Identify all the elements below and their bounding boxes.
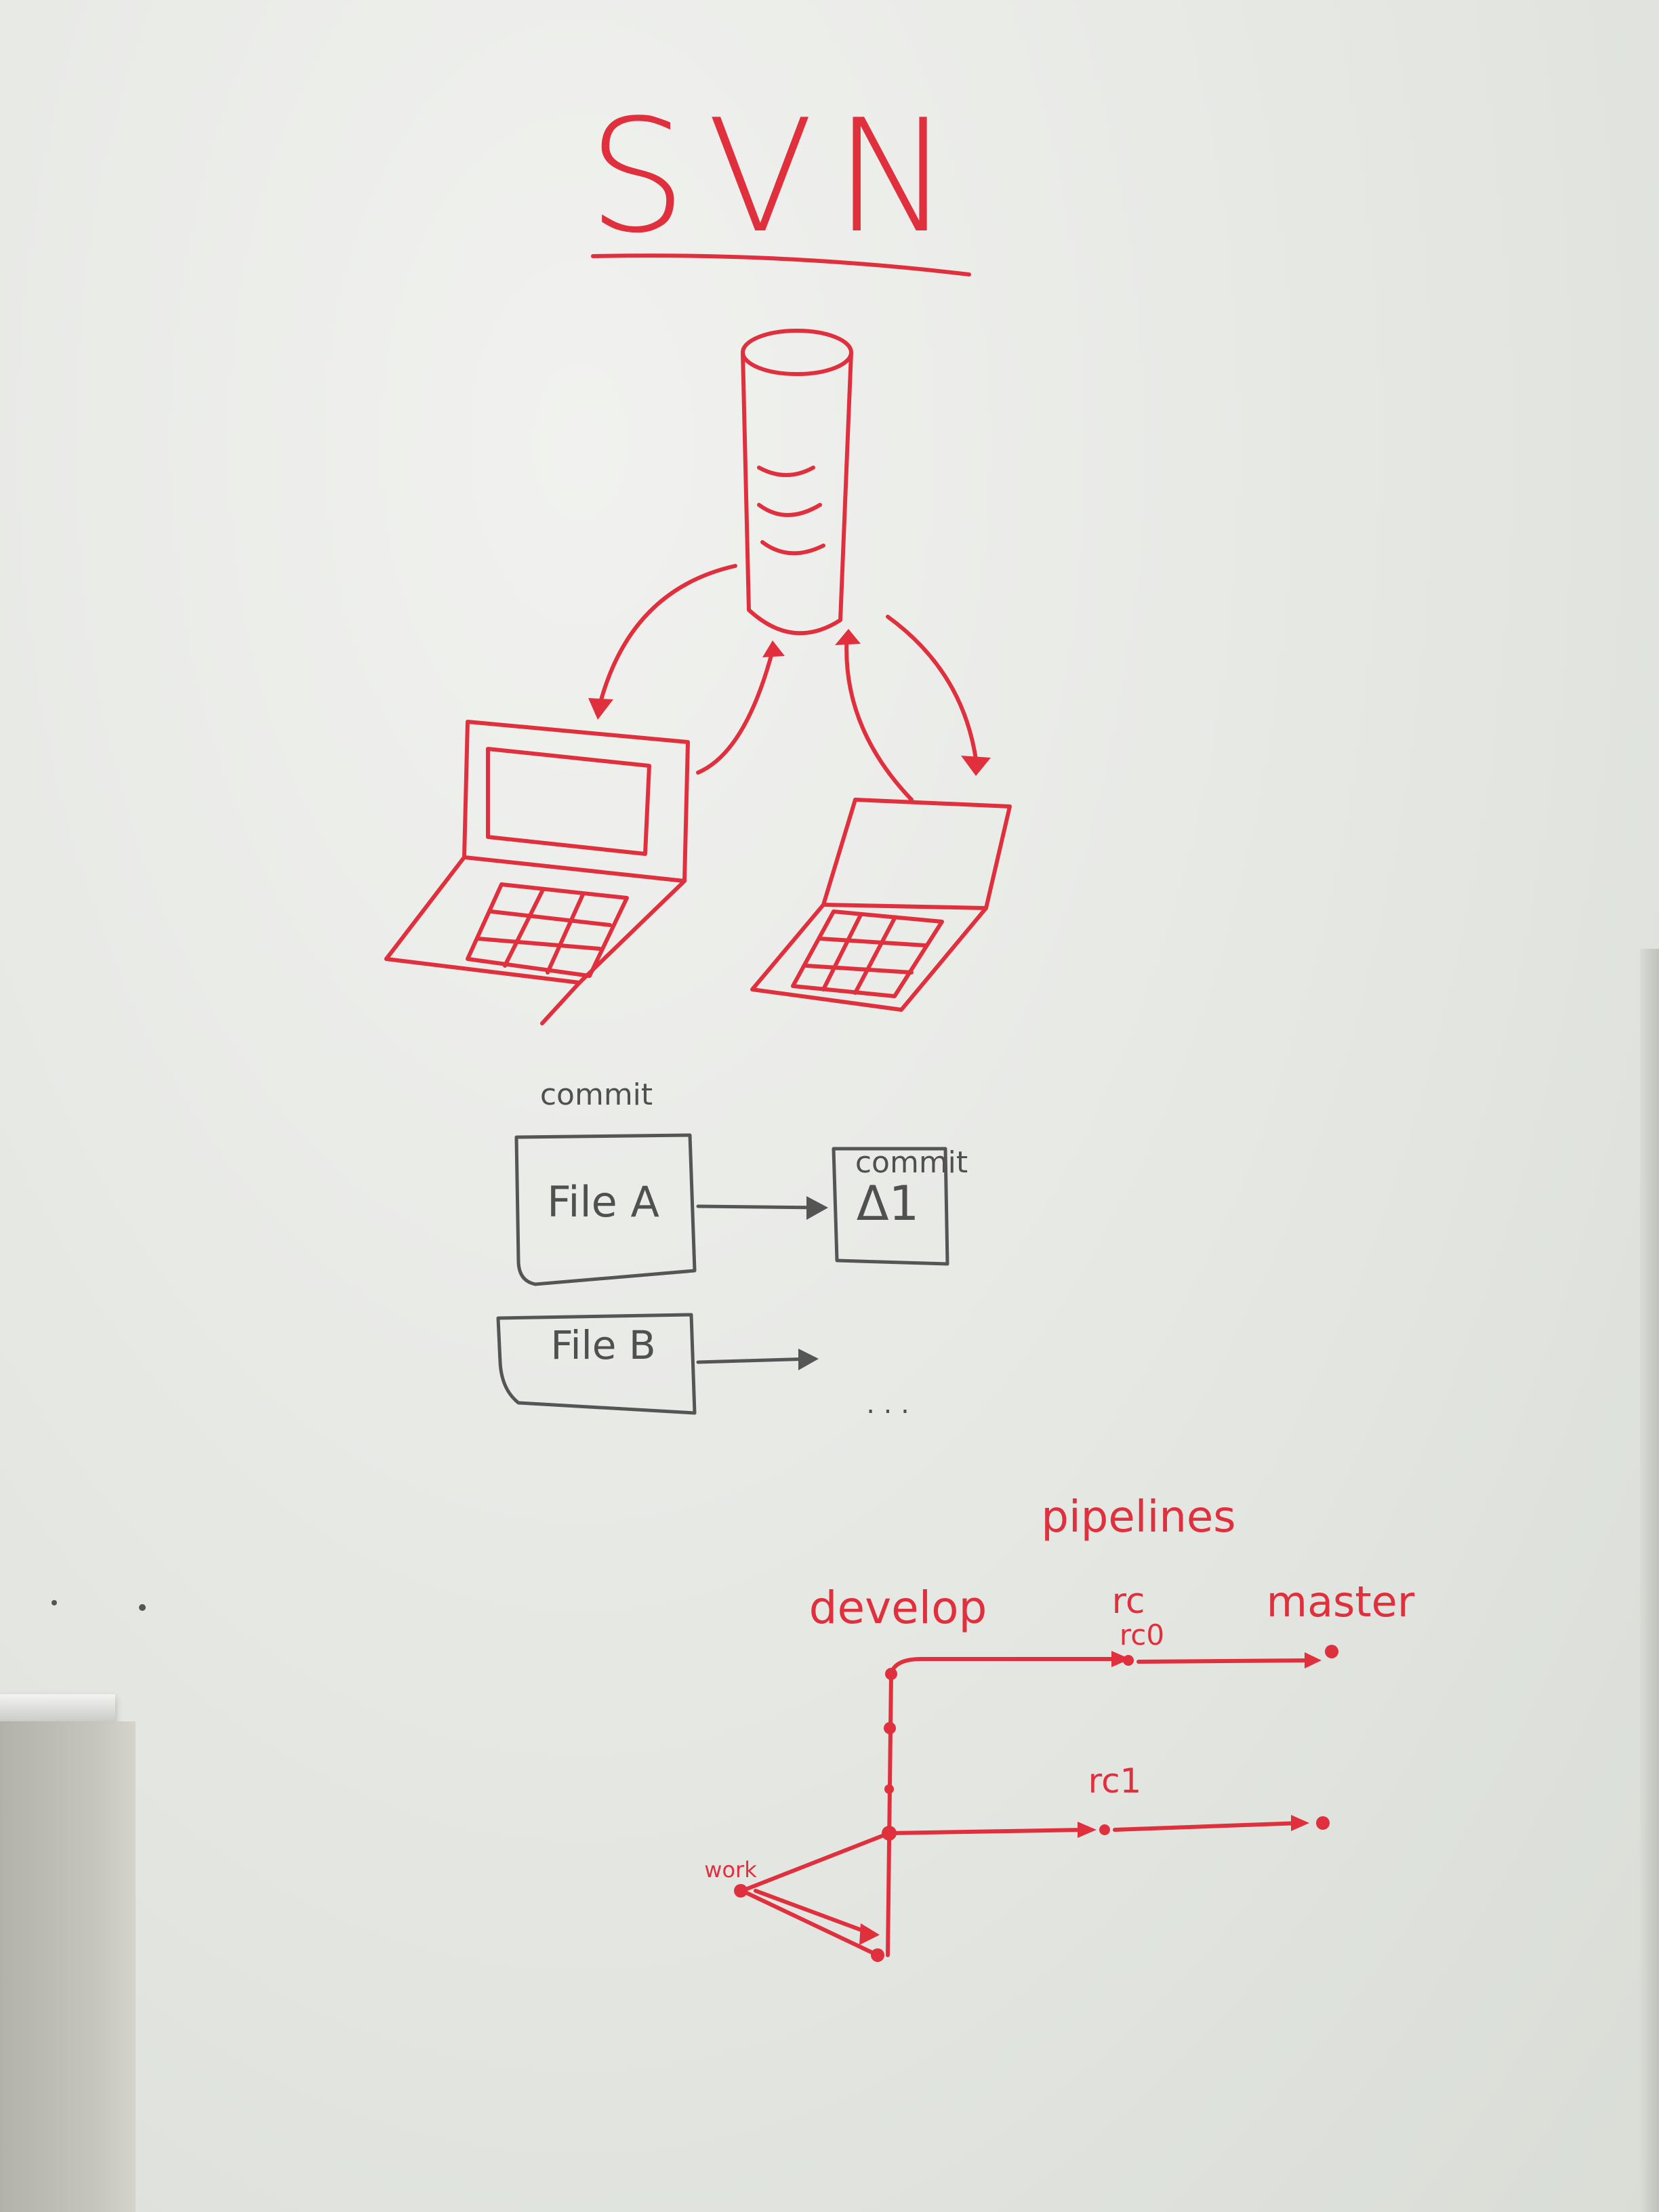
master-label: master [1267,1577,1415,1626]
develop-label: develop [809,1582,987,1634]
delta-label: Δ1 [857,1176,919,1231]
ellipsis: . . . [866,1389,909,1420]
commit-label-2: commit [855,1145,968,1180]
file-a-box [514,1133,697,1286]
commit-diagram: commit commit File A Δ1 File B . . . [496,1078,968,1420]
rc-label: rc [1112,1581,1145,1622]
delta-box [832,1147,949,1266]
laptop-left-icon [384,720,690,1025]
file-b-label: File B [550,1322,655,1368]
title-svn: SVN [588,87,970,268]
pipelines-heading: pipelines [1041,1492,1235,1542]
laptop-right-icon [750,798,1012,1012]
file-b-box [496,1313,697,1415]
server-database-icon [741,329,853,636]
rc1-label: rc1 [1088,1761,1142,1801]
marker-ledge [0,1694,115,1721]
title-underline [591,253,971,276]
whiteboard-frame-edge [1640,949,1659,2212]
pipelines-diagram: pipelines develop rc rc0 master rc1 work [704,1492,1415,1962]
file-a-label: File A [547,1177,659,1227]
work-label: work [704,1857,757,1883]
commit-label-1: commit [540,1078,653,1112]
wall-below-ledge [0,1721,136,2212]
sync-arrows [588,564,991,802]
rc0-label: rc0 [1120,1618,1164,1652]
